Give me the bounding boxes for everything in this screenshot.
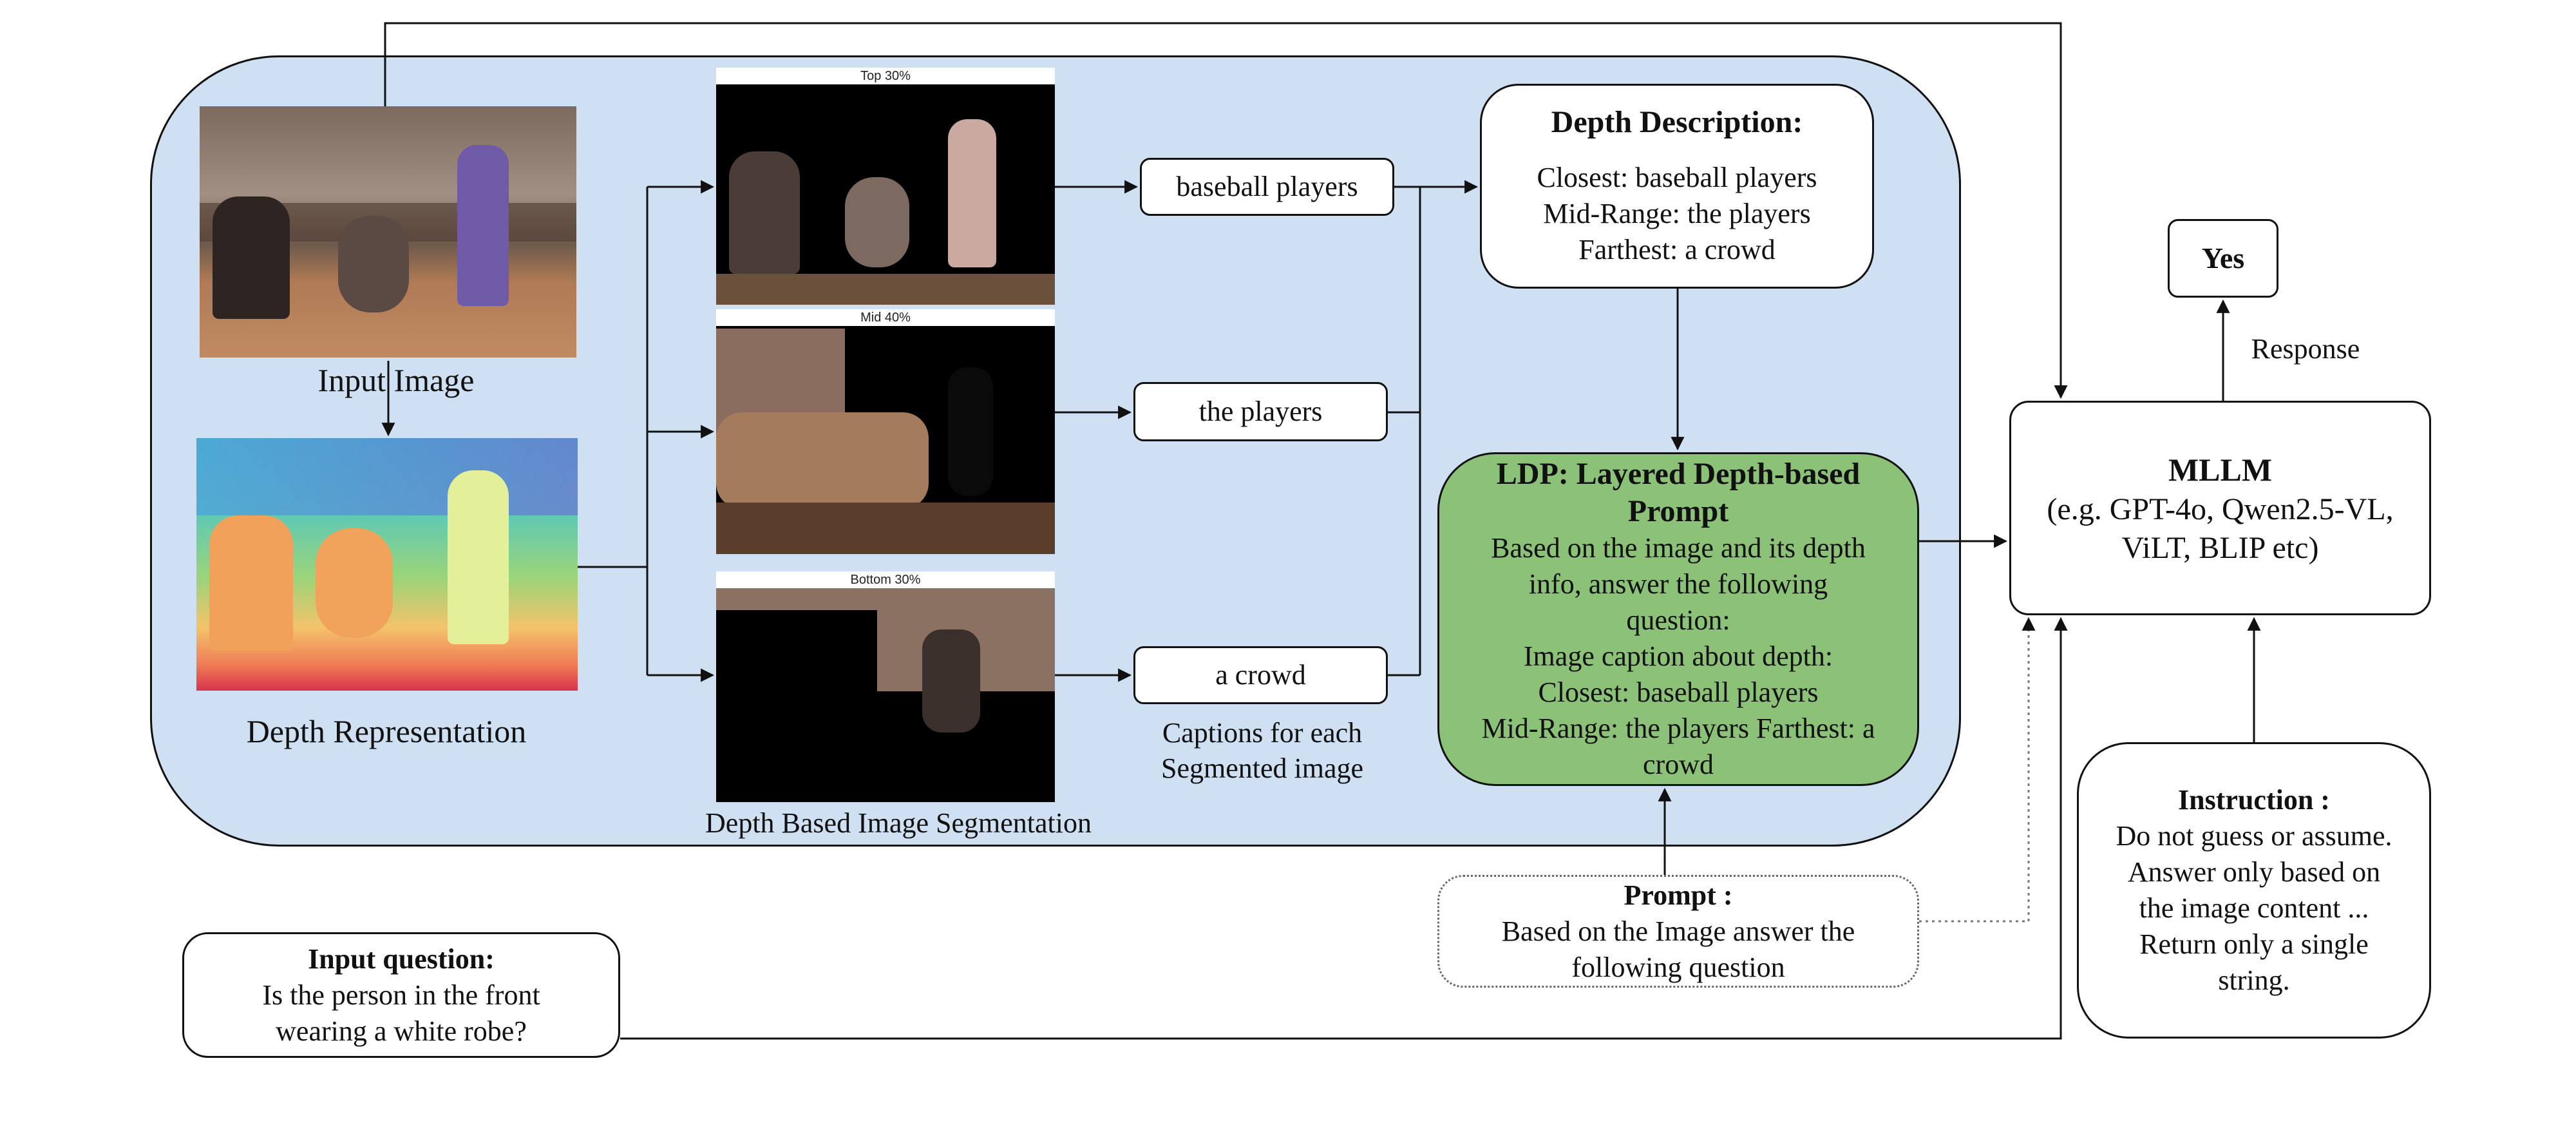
ldp-text-line4: Image caption about depth: xyxy=(1523,640,1833,672)
depth-description-title: Depth Description: xyxy=(1551,105,1803,139)
segment-top-image: Top 30% xyxy=(716,68,1055,305)
response-yes-box: Yes xyxy=(2168,219,2278,298)
instruction-line4: Return only a single xyxy=(2139,928,2369,960)
mllm-box: MLLM (e.g. GPT-4o, Qwen2.5-VL, ViLT, BLI… xyxy=(2009,401,2431,615)
response-yes-text: Yes xyxy=(2201,242,2245,274)
mllm-line1: (e.g. GPT-4o, Qwen2.5-VL, xyxy=(2047,492,2394,526)
arrow-question-to-mllm xyxy=(620,617,2068,1040)
prompt-line1: Based on the Image answer the xyxy=(1501,915,1855,947)
depth-silhouette-umpire xyxy=(209,515,293,651)
caption-mid-box: the players xyxy=(1133,382,1388,441)
segment-bottom-header: Bottom 30% xyxy=(716,571,1055,588)
input-image xyxy=(200,106,576,358)
arrow-prompt-to-mllm-dotted xyxy=(1919,617,2036,923)
caption-mid-text: the players xyxy=(1198,396,1323,427)
ldp-text-line7: crowd xyxy=(1643,749,1714,780)
depth-description-box: Depth Description: Closest: baseball pla… xyxy=(1480,84,1874,289)
caption-top-text: baseball players xyxy=(1176,171,1358,202)
mllm-line2: ViLT, BLIP etc) xyxy=(2121,530,2319,565)
ldp-text-line5: Closest: baseball players xyxy=(1538,676,1819,708)
arrow-image-to-mllm xyxy=(384,22,2068,399)
input-question-box: Input question: Is the person in the fro… xyxy=(182,932,620,1058)
instruction-line3: the image content ... xyxy=(2139,892,2369,924)
instruction-box: Instruction : Do not guess or assume. An… xyxy=(2077,742,2431,1039)
segment-mid-header: Mid 40% xyxy=(716,309,1055,326)
prompt-box: Prompt : Based on the Image answer the f… xyxy=(1437,875,1919,988)
caption-top-box: baseball players xyxy=(1140,158,1394,216)
ldp-text-line3: question: xyxy=(1626,604,1730,636)
umpire-figure xyxy=(213,196,290,319)
prompt-line2: following question xyxy=(1571,951,1785,983)
input-question-line2: wearing a white robe? xyxy=(276,1015,527,1047)
depth-description-farthest: Farthest: a crowd xyxy=(1578,234,1776,265)
catcher-figure xyxy=(338,216,409,312)
batter-figure xyxy=(457,145,509,306)
segment-mid-image: Mid 40% xyxy=(716,309,1055,554)
instruction-line1: Do not guess or assume. xyxy=(2116,820,2392,852)
depth-silhouette-catcher xyxy=(316,528,393,638)
input-question-title: Input question: xyxy=(308,943,495,975)
depth-representation-image xyxy=(196,438,578,691)
depth-representation-label: Depth Representation xyxy=(246,713,527,749)
ldp-text-line6: Mid-Range: the players Farthest: a xyxy=(1481,713,1875,744)
ldp-text-line1: Based on the image and its depth xyxy=(1491,532,1866,564)
depth-description-mid: Mid-Range: the players xyxy=(1543,198,1811,229)
segmentation-label: Depth Based Image Segmentation xyxy=(705,807,1092,839)
segment-bottom-image: Bottom 30% xyxy=(716,571,1055,802)
mllm-title: MLLM xyxy=(2168,451,2273,488)
arrow-captions-merge xyxy=(1388,186,1421,676)
captions-label-line1: Captions for each xyxy=(1162,717,1363,749)
input-image-label: Input Image xyxy=(317,362,475,398)
instruction-line2: Answer only based on xyxy=(2127,856,2381,888)
response-label: Response xyxy=(2251,333,2360,365)
depth-silhouette-batter xyxy=(448,470,509,644)
caption-bottom-box: a crowd xyxy=(1133,646,1388,704)
instruction-title: Instruction : xyxy=(2178,784,2330,816)
prompt-title: Prompt : xyxy=(1624,879,1733,911)
captions-label-line2: Segmented image xyxy=(1160,752,1363,784)
caption-bottom-text: a crowd xyxy=(1215,659,1306,691)
ldp-prompt-box: LDP: Layered Depth-based Prompt Based on… xyxy=(1437,452,1919,786)
depth-description-closest: Closest: baseball players xyxy=(1537,162,1817,193)
ldp-text-line2: info, answer the following xyxy=(1528,568,1828,600)
input-question-line1: Is the person in the front xyxy=(262,979,540,1011)
instruction-line5: string. xyxy=(2218,964,2290,996)
segment-top-header: Top 30% xyxy=(716,68,1055,84)
ldp-title-line1: LDP: Layered Depth-based xyxy=(1496,457,1861,491)
ldp-title-line2: Prompt xyxy=(1627,494,1729,528)
